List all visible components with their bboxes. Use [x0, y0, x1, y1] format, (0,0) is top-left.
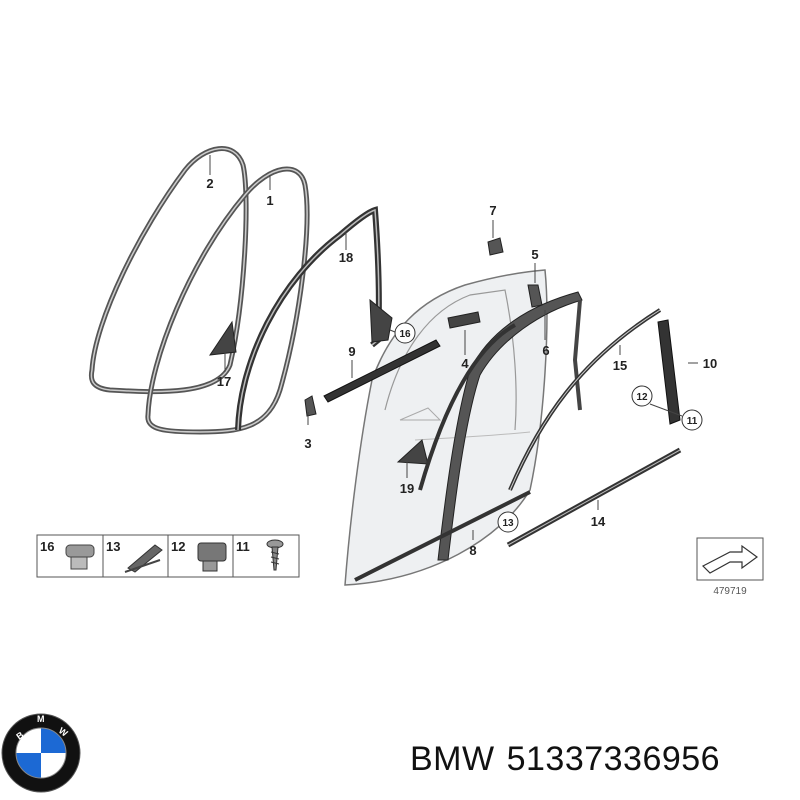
callout-4: 4: [461, 356, 469, 371]
callout-5: 5: [531, 247, 538, 262]
brand-name: BMW: [410, 740, 495, 778]
callout-12-circle: 12: [631, 385, 653, 407]
direction-arrow-icon: [701, 544, 759, 574]
part-number: 51337336956: [506, 740, 721, 778]
callout-8: 8: [469, 543, 476, 558]
bracket-5: [527, 284, 543, 308]
callout-2: 2: [206, 176, 213, 191]
svg-text:13: 13: [502, 518, 514, 529]
sill-trim-9: [323, 339, 441, 403]
clip-4: [447, 311, 481, 329]
svg-text:M: M: [37, 714, 45, 724]
door-seal-outer: [88, 146, 249, 395]
legend-label-16: 16: [40, 539, 54, 554]
mirror-triangle-19: [396, 439, 429, 465]
callout-18: 18: [339, 250, 353, 265]
callout-17: 17: [217, 374, 231, 389]
callout-3: 3: [304, 436, 311, 451]
door-bottom-strip-8: [354, 490, 531, 582]
callout-14: 14: [591, 514, 606, 529]
rail-clip-icon: [124, 544, 163, 573]
diagram-reference: 479719: [696, 537, 764, 597]
screw-icon: [266, 539, 284, 571]
bmw-logo: B M W: [1, 713, 81, 793]
legend-label-12: 12: [171, 539, 185, 554]
brand-part-number: BMW 51337336956: [410, 740, 732, 779]
callout-15: 15: [613, 358, 627, 373]
cap-7: [487, 237, 504, 256]
svg-text:12: 12: [636, 392, 648, 403]
callout-19: 19: [400, 481, 414, 496]
bracket-clip-icon: [197, 542, 227, 572]
callout-13-circle: 13: [497, 511, 519, 533]
window-channel-6: [437, 291, 583, 561]
callout-1: 1: [266, 193, 273, 208]
mirror-triangle-17: [208, 320, 237, 356]
callout-9: 9: [348, 344, 355, 359]
callout-11-circle: 11: [681, 409, 703, 431]
diagram-number: 479719: [713, 586, 747, 597]
legend-label-13: 13: [106, 539, 120, 554]
svg-text:B: B: [14, 729, 25, 741]
svg-text:11: 11: [687, 416, 698, 427]
clip-icon: [65, 544, 95, 570]
legend-label-11: 11: [236, 539, 250, 554]
callout-10: 10: [703, 356, 717, 371]
callout-7: 7: [489, 203, 496, 218]
clip-3: [304, 395, 317, 417]
small-parts-legend: 16 13 12 11: [36, 534, 300, 578]
svg-text:16: 16: [399, 329, 411, 340]
callout-6: 6: [542, 343, 549, 358]
callout-16-circle: 16: [394, 322, 416, 344]
b-pillar-trim-10: [657, 319, 681, 425]
